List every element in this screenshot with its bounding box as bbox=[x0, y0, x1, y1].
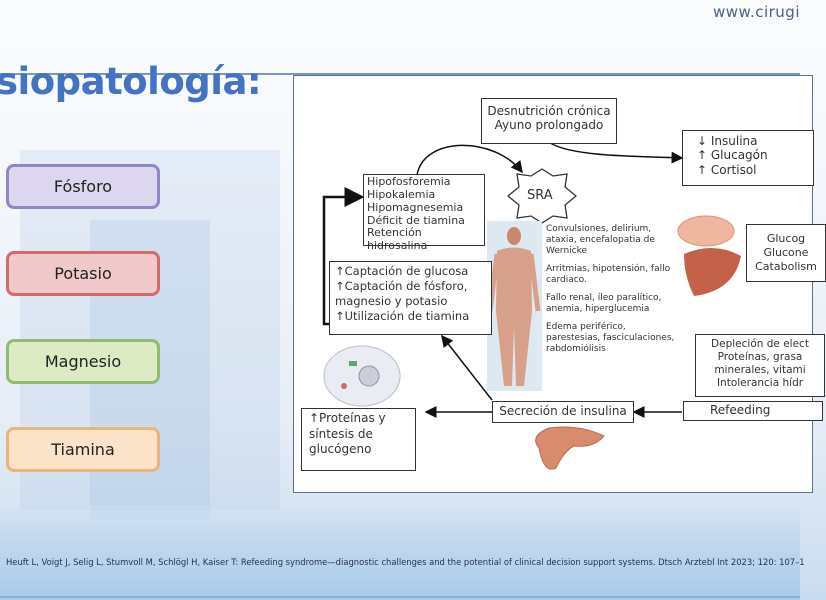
metabolism-box: Glucog Glucone Catabolism bbox=[746, 224, 826, 282]
slide-title: siopatología: bbox=[0, 60, 262, 103]
hormones-box: ↓ Insulina ↑ Glucagón ↑ Cortisol bbox=[682, 130, 814, 186]
uptake-box: ↑Captación de glucosa ↑Captación de fósf… bbox=[329, 261, 492, 335]
human-body-illustration bbox=[487, 221, 542, 391]
nutrient-fosforo: Fósforo bbox=[6, 164, 160, 209]
nutrient-magnesio: Magnesio bbox=[6, 339, 160, 384]
arrow-insulin-to-uptake bbox=[441, 334, 493, 401]
refeeding-box: Refeeding bbox=[683, 401, 823, 421]
depletion-box: Depleción de elect Proteínas, grasa mine… bbox=[695, 334, 825, 397]
arrow-cause-to-hormones bbox=[545, 139, 684, 164]
cause-box: Desnutrición crónica Ayuno prolongado bbox=[481, 98, 617, 144]
arrow-deficits-to-sra bbox=[416, 144, 523, 176]
symptom-cardiac: Arritmias, hipotensión, fallo cardiaco. bbox=[546, 263, 671, 285]
arrow-uptake-to-deficits bbox=[322, 187, 365, 326]
insulin-secretion-box: Secreción de insulina bbox=[492, 401, 634, 423]
sra-label: SRA bbox=[527, 188, 553, 203]
citation: Heuft L, Voigt J, Selig L, Stumvoll M, S… bbox=[6, 557, 805, 567]
symptom-renal: Fallo renal, íleo paralítico, anemia, hi… bbox=[546, 292, 662, 314]
nutrient-potasio: Potasio bbox=[6, 251, 160, 296]
cell-illustration bbox=[323, 345, 401, 407]
symptom-peripheral: Edema periférico, parestesias, fascicula… bbox=[546, 321, 675, 354]
pathophysiology-diagram: Desnutrición crónica Ayuno prolongado ↓ … bbox=[293, 75, 826, 493]
website-url: www.cirugi bbox=[713, 3, 800, 21]
symptoms-list: Convulsiones, delirium, ataxia, encefalo… bbox=[546, 224, 676, 362]
symptom-neuro: Convulsiones, delirium, ataxia, encefalo… bbox=[546, 224, 655, 256]
header-rule bbox=[0, 73, 800, 75]
protein-synthesis-box: ↑Proteínas y síntesis de glucógeno bbox=[301, 408, 416, 471]
footer-rule bbox=[0, 596, 800, 598]
pancreas-illustration bbox=[535, 426, 605, 470]
nutrient-tiamina: Tiamina bbox=[6, 427, 160, 472]
diagram-connectors bbox=[322, 139, 741, 470]
muscle-liver-illustration bbox=[677, 215, 741, 296]
deficits-box: Hipofosforemia Hipokalemia Hipomagnesemi… bbox=[363, 174, 485, 252]
